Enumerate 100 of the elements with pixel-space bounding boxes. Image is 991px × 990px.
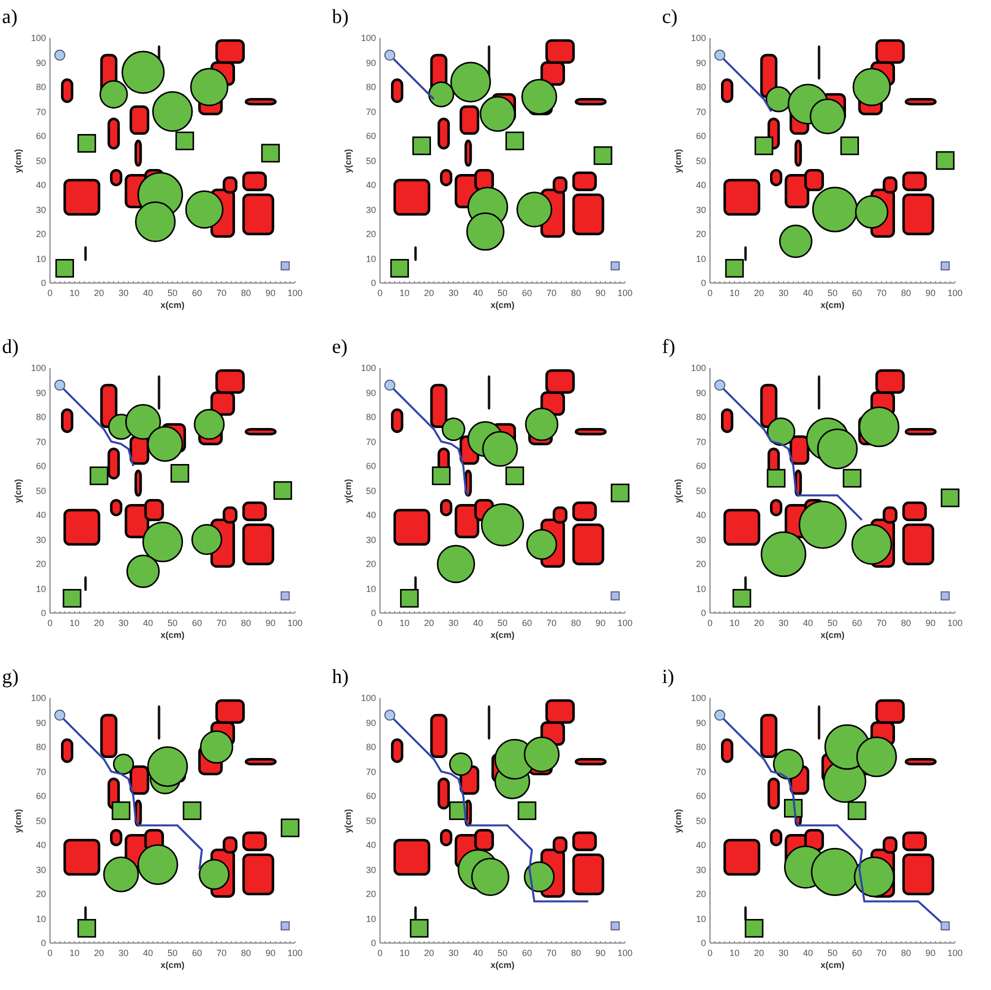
tick-label: 10	[696, 914, 706, 924]
tick-label: 20	[94, 948, 104, 958]
tick-label: 80	[571, 618, 581, 628]
panel-label: i)	[662, 666, 674, 688]
tick-label: 20	[36, 229, 46, 239]
tick-label: 50	[36, 816, 46, 826]
tick-label: 0	[40, 938, 46, 948]
tick-label: 40	[696, 180, 706, 190]
axis-title: y(cm)	[13, 808, 23, 835]
tick-label: 30	[696, 204, 706, 214]
tick-label: 50	[696, 486, 706, 496]
panel-label: d)	[2, 336, 19, 358]
tick-label: 30	[118, 948, 128, 958]
tick-label: 80	[241, 288, 251, 298]
tick-label: 30	[36, 534, 46, 544]
tick-label: 0	[48, 948, 52, 958]
tick-label: 30	[118, 288, 128, 298]
tick-label: 0	[708, 948, 712, 958]
tick-label: 30	[448, 948, 458, 958]
tick-label: 70	[366, 766, 376, 776]
axis-title: y(cm)	[13, 148, 23, 175]
tick-label: 40	[143, 618, 153, 628]
tick-label: 60	[366, 131, 376, 141]
tick-label: 90	[926, 288, 936, 298]
tick-label: 20	[94, 618, 104, 628]
tick-label: 10	[366, 254, 376, 264]
tick-label: 30	[778, 618, 788, 628]
tick-label: 70	[366, 106, 376, 116]
tick-label: 50	[498, 288, 508, 298]
tick-label: 10	[730, 618, 740, 628]
tick-label: 10	[696, 254, 706, 264]
tick-label: 80	[696, 82, 706, 92]
axis-title: x(cm)	[160, 300, 184, 310]
tick-label: 70	[696, 766, 706, 776]
tick-label: 40	[143, 948, 153, 958]
tick-label: 100	[287, 618, 303, 628]
tick-label: 10	[730, 948, 740, 958]
tick-label: 80	[901, 948, 911, 958]
tick-label: 60	[36, 791, 46, 801]
tick-label: 30	[448, 288, 458, 298]
tick-label: 0	[700, 608, 706, 618]
tick-label: 50	[828, 618, 838, 628]
tick-label: 100	[360, 693, 376, 703]
tick-label: 50	[696, 816, 706, 826]
tick-label: 70	[216, 948, 226, 958]
tick-label: 0	[40, 278, 46, 288]
tick-label: 90	[366, 388, 376, 398]
axis-title: y(cm)	[673, 148, 683, 175]
tick-label: 10	[400, 948, 410, 958]
tick-label: 90	[926, 948, 936, 958]
tick-label: 0	[48, 618, 52, 628]
tick-label: 10	[36, 584, 46, 594]
tick-label: 30	[366, 864, 376, 874]
axis-title: y(cm)	[343, 808, 353, 835]
tick-label: 50	[828, 948, 838, 958]
tick-label: 10	[70, 288, 80, 298]
tick-label: 10	[400, 288, 410, 298]
tick-label: 90	[696, 58, 706, 68]
tick-label: 80	[36, 82, 46, 92]
tick-label: 80	[366, 82, 376, 92]
tick-label: 80	[366, 412, 376, 422]
tick-label: 80	[241, 618, 251, 628]
tick-label: 20	[754, 948, 764, 958]
axis-title: x(cm)	[490, 300, 514, 310]
tick-label: 10	[400, 618, 410, 628]
tick-label: 20	[754, 618, 764, 628]
tick-label: 100	[360, 33, 376, 43]
tick-label: 20	[424, 288, 434, 298]
tick-label: 60	[852, 618, 862, 628]
tick-label: 50	[696, 156, 706, 166]
tick-label: 80	[36, 742, 46, 752]
tick-label: 70	[876, 948, 886, 958]
tick-label: 40	[36, 510, 46, 520]
tick-label: 80	[36, 412, 46, 422]
panel-label: f)	[662, 336, 676, 358]
tick-label: 80	[366, 742, 376, 752]
tick-label: 70	[36, 436, 46, 446]
tick-label: 60	[696, 461, 706, 471]
tick-label: 30	[36, 204, 46, 214]
tick-label: 90	[366, 718, 376, 728]
tick-label: 60	[522, 288, 532, 298]
tick-label: 40	[803, 948, 813, 958]
tick-label: 100	[947, 288, 963, 298]
tick-label: 40	[473, 618, 483, 628]
tick-label: 30	[696, 534, 706, 544]
tick-label: 70	[36, 766, 46, 776]
tick-label: 0	[708, 618, 712, 628]
tick-label: 20	[696, 559, 706, 569]
tick-label: 40	[36, 840, 46, 850]
tick-label: 80	[901, 288, 911, 298]
axis-title: y(cm)	[13, 478, 23, 505]
tick-label: 10	[730, 288, 740, 298]
tick-label: 80	[571, 288, 581, 298]
axis-title: y(cm)	[343, 478, 353, 505]
tick-label: 0	[708, 288, 712, 298]
tick-label: 50	[36, 156, 46, 166]
axis-title: x(cm)	[820, 960, 844, 970]
tick-label: 10	[366, 914, 376, 924]
tick-label: 10	[696, 584, 706, 594]
tick-label: 90	[366, 58, 376, 68]
